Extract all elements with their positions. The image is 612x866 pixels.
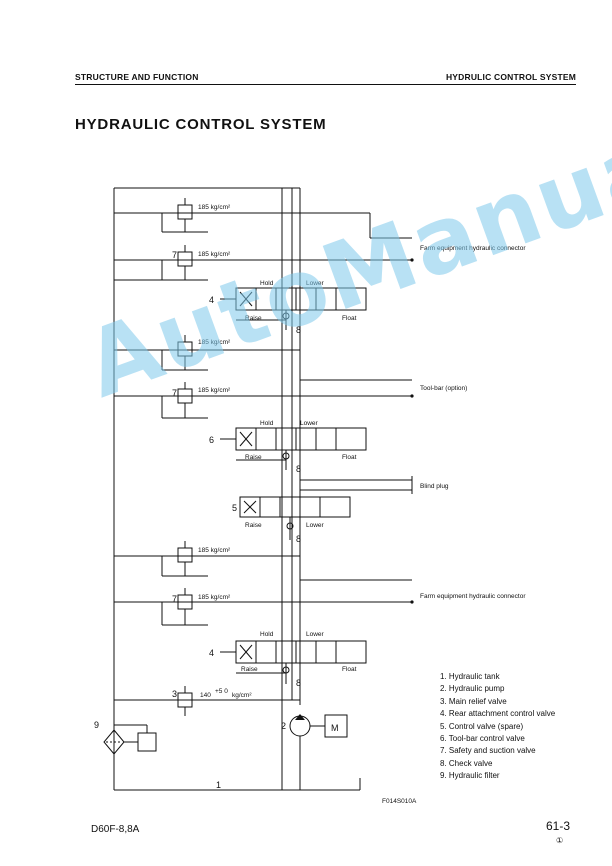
raise-label-1: Raise [245,315,262,322]
hold-label-1: Hold [260,280,274,287]
raise-label-3: Raise [245,522,262,529]
footer-model: D60F-8,8A [91,824,140,835]
legend-item: 7. Safety and suction valve [440,746,536,756]
header-chapter-title: HYDRULIC CONTROL SYSTEM [445,72,576,82]
legend-item: 4. Rear attachment control valve [440,709,556,719]
page-title: HYDRAULIC CONTROL SYSTEM [75,116,327,133]
callout-3: 3 [172,689,177,699]
relief-pressure-label-2: 185 kg/cm² [198,251,231,258]
lower-label-1: Lower [306,280,325,287]
float-label-2: Float [342,454,357,461]
farm-connector-label-2: Farm equipment hydraulic connector [420,593,526,600]
relief-pressure-label-6: 185 kg/cm² [198,594,231,601]
main-relief-unit: kg/cm² [232,692,252,699]
lower-label-4: Lower [306,631,325,638]
svg-text:M: M [331,723,339,733]
float-label-4: Float [342,666,357,673]
float-label-1: Float [342,315,357,322]
raise-label-2: Raise [245,454,262,461]
callout-8-low: 8 [296,678,301,688]
lower-label-3: Lower [306,522,325,529]
callout-4-top: 4 [209,295,214,305]
legend-item: 5. Control valve (spare) [440,721,524,731]
callout-8-mid: 8 [296,464,301,474]
callout-7-top: 7 [172,250,177,260]
callout-8-top: 8 [296,325,301,335]
legend-item: 3. Main relief valve [440,696,507,706]
legend-item: 9. Hydraulic filter [440,771,500,781]
callout-1: 1 [216,780,221,790]
callout-6: 6 [209,435,214,445]
blind-plug-label: Blind plug [420,483,449,490]
callout-5: 5 [232,503,237,513]
legend-item: 1. Hydraulic tank [440,672,500,681]
callout-8-spare: 8 [296,534,301,544]
legend-item: 8. Check valve [440,758,493,768]
relief-pressure-label-5: 185 kg/cm² [198,547,231,554]
relief-pressure-label-3: 185 kg/cm² [198,339,231,346]
callout-9: 9 [94,720,99,730]
relief-pressure-label-1: 185 kg/cm² [198,204,231,211]
main-relief-value: 140 [200,692,211,699]
legend-item: 6. Tool-bar control valve [440,734,525,744]
main-relief-tolerance: +5 0 [215,688,228,695]
callout-7-mid: 7 [172,388,177,398]
hold-label-2: Hold [260,420,274,427]
footer-page-number: 61-3 [546,819,571,833]
header-section-title: STRUCTURE AND FUNCTION [75,72,199,82]
footer-revision: ① [556,836,564,845]
callout-2: 2 [281,721,286,731]
legend-item: 2. Hydraulic pump [440,684,505,694]
relief-pressure-label-4: 185 kg/cm² [198,387,231,394]
figure-code: F014S010A [382,798,417,805]
legend-list: 1. Hydraulic tank 2. Hydraulic pump 3. M… [440,671,555,783]
raise-label-4: Raise [241,666,258,673]
toolbar-option-label: Tool-bar (option) [420,385,467,392]
header-divider [75,84,576,86]
callout-7-low: 7 [172,594,177,604]
hold-label-4: Hold [260,631,274,638]
lower-label-2: Lower [300,420,319,427]
farm-connector-label-1: Farm equipment hydraulic connector [420,245,526,252]
callout-4-lower: 4 [209,648,214,658]
